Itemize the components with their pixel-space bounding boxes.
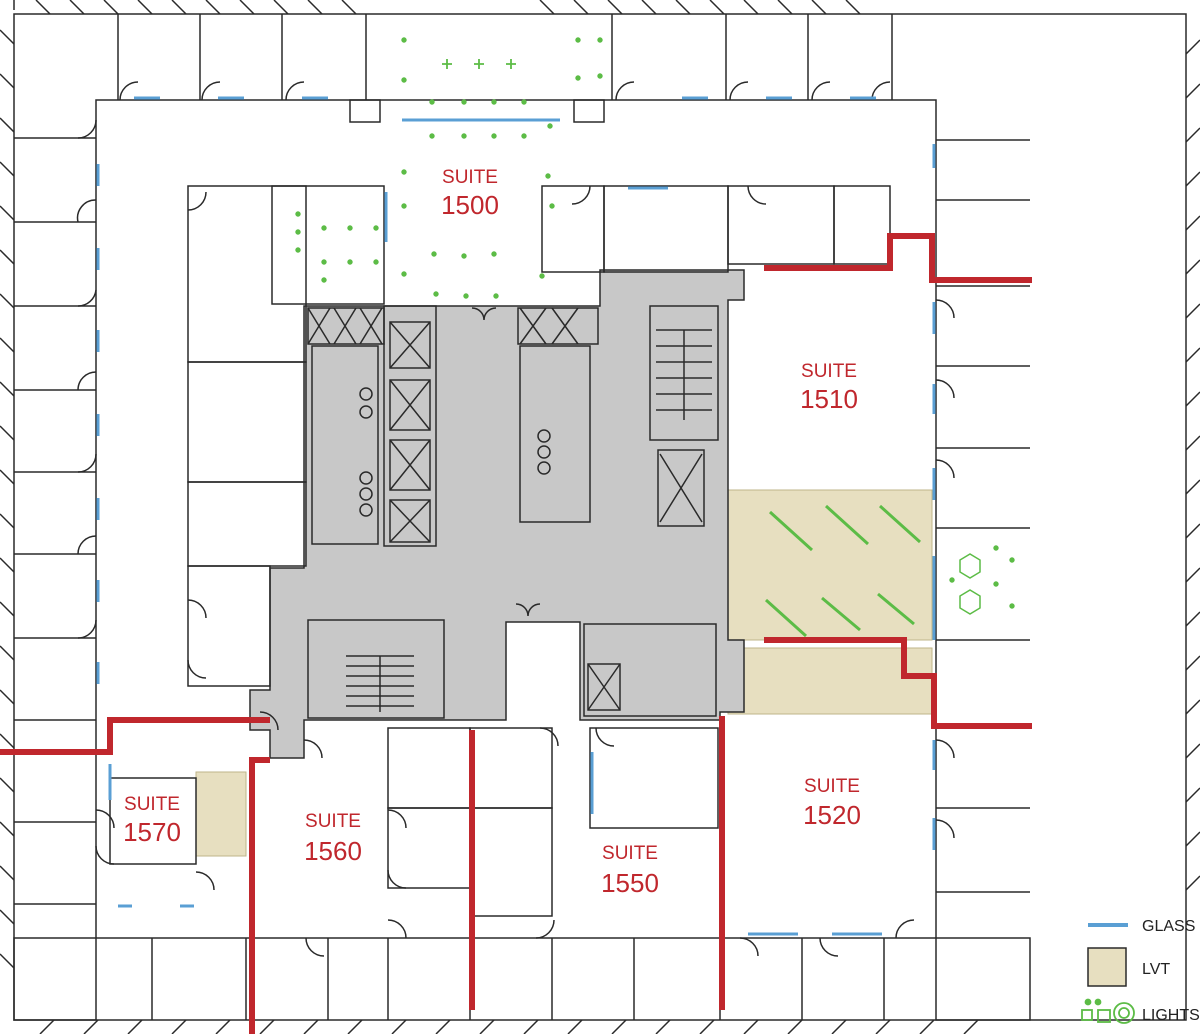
suite-1570-number: 1570 <box>123 817 181 847</box>
lvt-area-1570 <box>195 771 247 857</box>
light-fixtures <box>295 37 1015 638</box>
legend-lvt-swatch <box>1087 947 1127 987</box>
suite-1550-number: 1550 <box>601 868 659 898</box>
suite-1500-number: 1500 <box>441 190 499 220</box>
demising-walls <box>0 233 1032 1034</box>
suite-1520-number: 1520 <box>803 800 861 830</box>
suite-1560-number: 1560 <box>304 836 362 866</box>
lvt-area-1520 <box>727 647 933 715</box>
suite-1560-word: SUITE <box>305 811 361 832</box>
building-core <box>249 269 745 759</box>
suite-1510-word: SUITE <box>801 361 857 382</box>
suite-1510-number: 1510 <box>800 384 858 414</box>
legend-glass-label: GLASS <box>1142 918 1195 935</box>
core-details <box>307 305 719 719</box>
suite-labels: SUITE 1500 SUITE 1510 SUITE 1520 SUITE 1… <box>123 167 861 898</box>
suite-1550-word: SUITE <box>602 843 658 864</box>
legend: GLASS LVT LIGHTS <box>1081 918 1200 1024</box>
lvt-area-1510 <box>727 489 933 641</box>
glass-segments <box>96 96 936 936</box>
legend-lights-label: LIGHTS <box>1142 1007 1200 1024</box>
suite-1570-word: SUITE <box>124 794 180 815</box>
legend-lights-icon <box>1081 998 1135 1024</box>
legend-lvt-label: LVT <box>1142 961 1170 978</box>
suite-1500-word: SUITE <box>442 167 498 188</box>
lvt-areas <box>195 489 933 857</box>
suite-1520-word: SUITE <box>804 776 860 797</box>
perimeter-offices <box>13 14 1031 1021</box>
